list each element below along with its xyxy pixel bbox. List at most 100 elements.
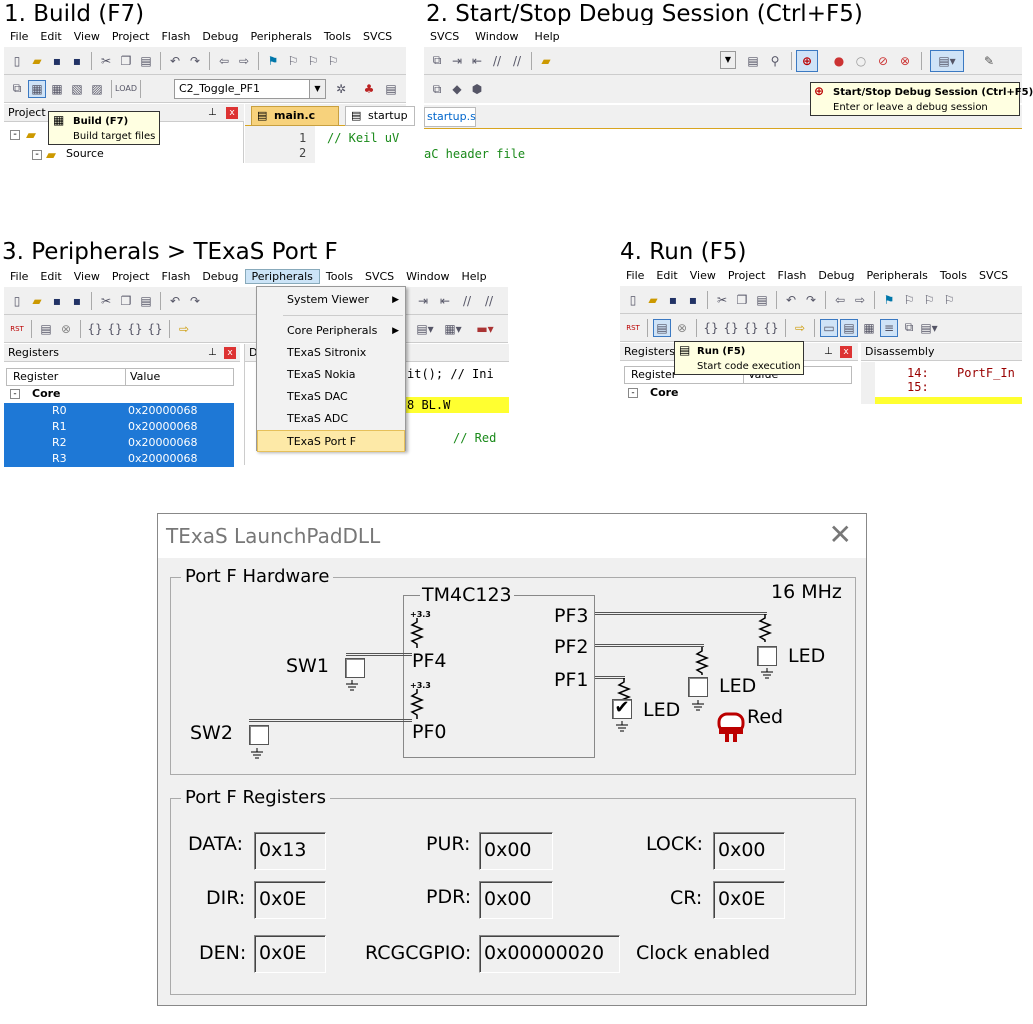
menu-view[interactable]: View [73, 29, 100, 43]
menu-file[interactable]: File [10, 29, 29, 43]
save-all-icon[interactable]: ▪ [72, 53, 82, 68]
step-out-icon[interactable]: {} [127, 321, 143, 336]
view-icon[interactable]: ▦▾ [444, 322, 462, 336]
save-icon[interactable]: ▪ [52, 53, 62, 68]
menu-help[interactable]: Help [461, 269, 487, 283]
menu-peripherals[interactable]: Peripherals [250, 29, 312, 43]
run-to-cursor-icon[interactable]: {} [147, 321, 163, 336]
run-icon[interactable]: ▤ [653, 318, 671, 337]
register-row[interactable]: R3 0x20000068 [4, 451, 234, 467]
menu-window[interactable]: Window [475, 29, 519, 43]
run-icon[interactable]: ▤ [40, 321, 52, 336]
forward-icon[interactable]: ⇨ [854, 292, 866, 307]
bookmark-clear-icon[interactable]: ⚐ [943, 292, 955, 307]
back-icon[interactable]: ⇦ [218, 53, 230, 68]
target-select[interactable]: C2_Toggle_PF1 ▼ [174, 79, 326, 99]
copy-icon[interactable]: ❐ [120, 53, 132, 68]
pin-icon[interactable]: ⊥ [208, 347, 217, 358]
stop-icon[interactable]: ⊗ [60, 321, 72, 336]
rebuild-icon[interactable]: ▦ [51, 81, 63, 96]
stop-icon[interactable]: ⊗ [676, 320, 688, 335]
new-file-icon[interactable]: ▯ [13, 53, 21, 68]
sw1-checkbox[interactable] [345, 658, 365, 678]
analyzer-icon[interactable]: ▬▾ [476, 322, 494, 336]
menu-svcs[interactable]: SVCS [978, 268, 1009, 282]
expand-icon[interactable]: - [10, 130, 20, 140]
code-editor[interactable]: 1 2 // Keil uV [245, 126, 406, 163]
undo-icon[interactable]: ↶ [169, 53, 181, 68]
expand-icon[interactable]: - [32, 150, 42, 160]
menu-view[interactable]: View [689, 268, 716, 282]
save-all-icon[interactable]: ▪ [72, 293, 82, 308]
wrench-icon[interactable]: ✎ [983, 54, 995, 68]
reset-icon[interactable]: RST [10, 324, 24, 333]
save-icon[interactable]: ▪ [52, 293, 62, 308]
save-icon[interactable]: ▪ [668, 292, 678, 307]
bookmark-icon[interactable]: ⚑ [267, 53, 279, 68]
menu-item-texas-sitronix[interactable]: TExaS Sitronix [257, 342, 405, 364]
translate-icon[interactable]: ⧉ [12, 81, 22, 95]
menu-flash[interactable]: Flash [777, 268, 807, 282]
forward-icon[interactable]: ⇨ [238, 53, 250, 68]
breakpoint-kill-icon[interactable]: ⊗ [899, 54, 911, 68]
bookmark-next-icon[interactable]: ⚐ [307, 53, 319, 68]
redo-icon[interactable]: ↷ [189, 53, 201, 68]
new-file-icon[interactable]: ▯ [629, 292, 637, 307]
comment-icon[interactable]: // [462, 294, 472, 308]
batch-build-icon[interactable]: ▧ [71, 81, 83, 96]
step-icon[interactable]: {} [87, 321, 103, 336]
paste-icon[interactable]: ▤ [756, 292, 768, 307]
tab-startup[interactable]: startup.s [424, 107, 476, 127]
manage-components-icon[interactable]: ♣ [363, 82, 375, 96]
menu-tools[interactable]: Tools [325, 269, 353, 283]
menu-item-texas-dac[interactable]: TExaS DAC [257, 386, 405, 408]
bookmark-next-icon[interactable]: ⚐ [923, 292, 935, 307]
outdent-icon[interactable]: ⇤ [471, 53, 483, 68]
breakpoint-disable-icon[interactable]: ⊘ [877, 54, 889, 68]
menu-debug[interactable]: Debug [818, 268, 855, 282]
menu-project[interactable]: Project [727, 268, 766, 282]
menu-peripherals[interactable]: Peripherals [244, 268, 320, 284]
open-icon[interactable]: ▰ [32, 53, 42, 68]
menu-view[interactable]: View [73, 269, 100, 283]
disassembly-view[interactable]: 14: PortF_In 15: [861, 362, 1022, 404]
tool-icon[interactable]: ⧉ [432, 81, 442, 96]
download-icon[interactable]: LOAD [115, 84, 137, 93]
open-icon[interactable]: ▰ [648, 292, 658, 307]
back-icon[interactable]: ⇦ [834, 292, 846, 307]
window-layout-icon[interactable]: ▤▾ [930, 50, 964, 72]
menu-item-texas-nokia[interactable]: TExaS Nokia [257, 364, 405, 386]
menu-svcs[interactable]: SVCS [364, 269, 395, 283]
incremental-find-icon[interactable]: ⚲ [770, 54, 780, 68]
tree-item-source[interactable]: Source [66, 147, 104, 160]
step-icon[interactable]: {} [703, 320, 719, 335]
menu-debug[interactable]: Debug [202, 29, 239, 43]
pin-icon[interactable]: ⊥ [208, 107, 217, 118]
menu-project[interactable]: Project [111, 269, 150, 283]
manage-env-icon[interactable]: ▤ [385, 82, 397, 96]
show-next-icon[interactable]: ⇨ [178, 321, 190, 336]
close-icon[interactable]: ✕ [828, 518, 852, 551]
menu-flash[interactable]: Flash [161, 269, 191, 283]
bookmark-icon[interactable]: ⚑ [883, 292, 895, 307]
menu-item-system-viewer[interactable]: System Viewer▶ [257, 289, 405, 311]
show-next-icon[interactable]: ⇨ [794, 320, 806, 335]
outdent-icon[interactable]: ⇤ [439, 294, 451, 308]
uncomment-icon[interactable]: // [512, 53, 522, 68]
open-folder-icon[interactable]: ▰ [541, 53, 551, 68]
cut-icon[interactable]: ✂ [100, 293, 112, 308]
copy-icon[interactable]: ❐ [736, 292, 748, 307]
tab-startup[interactable]: ▤ startup [345, 106, 415, 126]
register-row[interactable]: R0 0x20000068 [4, 403, 234, 419]
bookmark-prev-icon[interactable]: ⚐ [287, 53, 299, 68]
breakpoint-icon[interactable]: ● [833, 54, 845, 68]
tab-main-c[interactable]: ▤ main.c [251, 106, 339, 126]
bookmark-prev-icon[interactable]: ⚐ [903, 292, 915, 307]
bookmark-clear-icon[interactable]: ⚐ [327, 53, 339, 68]
build-icon[interactable]: ▦ [28, 79, 46, 98]
sw2-checkbox[interactable] [249, 725, 269, 745]
expand-icon[interactable]: - [10, 389, 20, 399]
tool-icon[interactable]: ◆ [452, 82, 462, 96]
step-over-icon[interactable]: {} [107, 321, 123, 336]
options-icon[interactable]: ✲ [335, 82, 347, 96]
